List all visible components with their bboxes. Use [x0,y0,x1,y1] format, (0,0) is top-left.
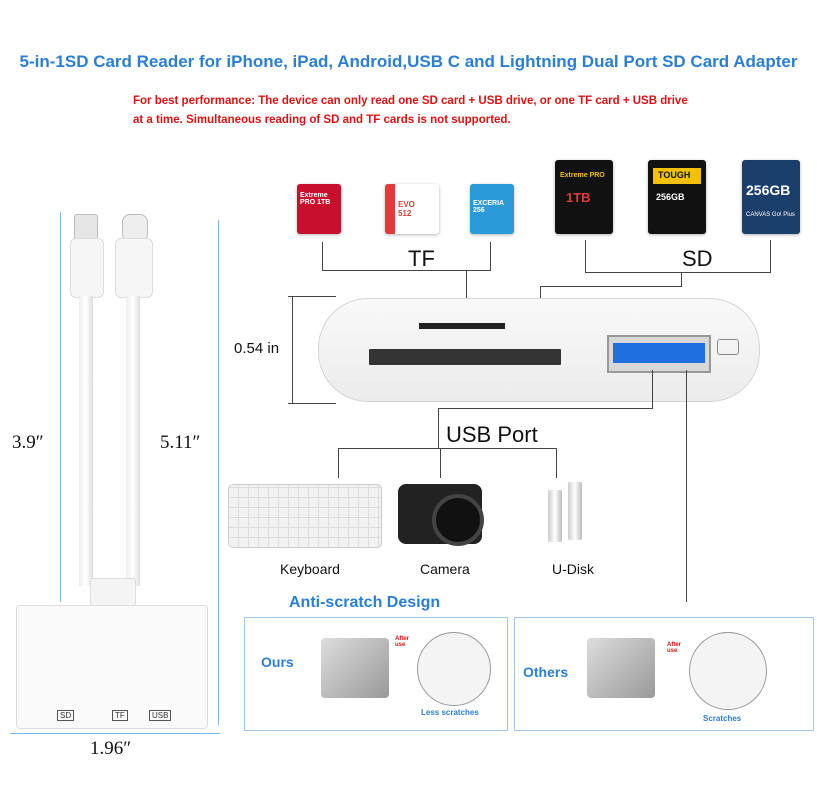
sd-card-3-line2: CANVAS Go! Plus [746,212,795,218]
tf-card-3-label: EXCERIA 256 [473,200,504,214]
usb-port-icon: USB [149,710,172,721]
cable-illustration [60,214,170,614]
after-use-label-2: After use [667,642,682,654]
warning-line-1: For best performance: The device can onl… [133,95,688,107]
udisk-label: U-Disk [552,561,594,577]
camera-icon [717,339,739,355]
tf-card-2-label: EVO 512 [398,200,415,218]
sd-card-1 [555,160,613,234]
tf-label: TF [408,246,435,271]
sd-card-1-line2: 1TB [566,190,591,205]
warning-line-2: at a time. Simultaneous reading of SD an… [133,114,511,126]
tf-slot [419,323,505,329]
page-title: 5-in-1SD Card Reader for iPhone, iPad, A… [19,52,798,71]
usb-port-label: USB Port [446,422,538,447]
adapter-top-view [318,298,760,402]
sd-card-3-line1: 256GB [746,182,791,198]
others-panel: Others After use Scratches [514,617,814,731]
usb-slot [607,335,711,373]
after-use-label-1: After use [395,636,410,648]
tf-card-3 [470,184,514,234]
camera-device-icon [398,484,484,546]
thickness-label: 0.54 in [234,340,280,357]
sd-card-3 [742,160,800,234]
tf-card-2 [385,184,439,234]
lightning-connector [74,214,98,242]
height-label-right: 5.11″ [160,432,201,453]
camera-label: Camera [420,561,470,577]
keyboard-label: Keyboard [280,561,340,577]
sd-card-1-line1: Extreme PRO [560,172,605,179]
ours-panel: Ours After use Less scratches [244,617,508,731]
sd-card-2-line2: 256GB [656,192,685,202]
width-label: 1.96″ [90,738,132,759]
adapter-front-view: SD TF USB [16,605,208,729]
tf-port-icon: TF [112,710,128,721]
usb-c-connector [122,214,148,242]
height-label-left: 3.9″ [12,432,44,453]
others-label: Others [523,664,569,680]
sd-label: SD [682,246,713,271]
sd-port-icon: SD [57,710,75,721]
sd-card-2-line1: TOUGH [658,170,691,180]
sd-slot [369,349,561,365]
udisk-icon [546,482,586,546]
anti-scratch-heading: Anti-scratch Design [289,594,441,611]
keyboard-icon [228,484,382,548]
tf-card-1-label: Extreme PRO 1TB [300,192,331,206]
ours-label: Ours [261,654,294,670]
scratches-label: Scratches [703,714,742,723]
less-scratches-label: Less scratches [421,708,479,717]
tf-card-1 [297,184,341,234]
